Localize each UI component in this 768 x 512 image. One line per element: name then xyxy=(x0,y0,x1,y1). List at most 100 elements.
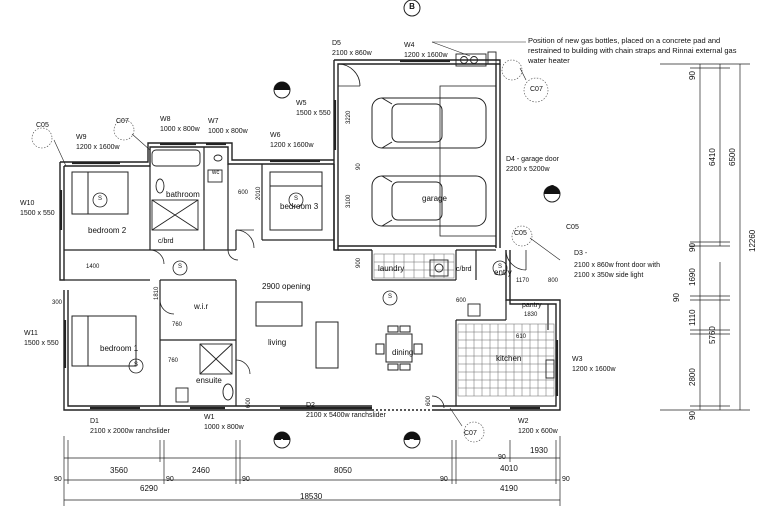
w6-size: 1200 x 1600w xyxy=(270,142,314,149)
w1-size: 1000 x 800w xyxy=(204,424,244,431)
dim-6290: 6290 xyxy=(140,484,158,493)
w7-label: W7 xyxy=(208,118,219,125)
dim-3100: 3100 xyxy=(346,194,352,208)
w11-label: W11 xyxy=(24,330,38,337)
gas-bottles xyxy=(455,51,497,67)
tag-c07-kitchen: C07 xyxy=(464,430,477,437)
room-ensuite: ensuite xyxy=(196,376,222,385)
kitchen-benches xyxy=(373,253,555,397)
dim-90-e: 90 xyxy=(562,476,570,483)
tag-c05-entry-a: C05 xyxy=(514,230,527,237)
dim-2460: 2460 xyxy=(192,466,210,475)
w9-size: 1200 x 1600w xyxy=(76,144,120,151)
section-marker-c: C xyxy=(549,184,555,193)
dim-90-right-d: 90 xyxy=(688,411,697,420)
w10-label: W10 xyxy=(20,200,35,207)
dim-600-hall: 600 xyxy=(456,298,467,304)
dim-1690: 1690 xyxy=(688,268,697,286)
door-swings xyxy=(149,63,527,409)
d4-size: 2200 x 5200w xyxy=(506,166,550,173)
tag-c05-entry-b: C05 xyxy=(566,224,579,231)
dim-6500: 6500 xyxy=(728,148,737,166)
dim-6410: 6410 xyxy=(708,148,717,166)
room-laundry: laundry xyxy=(378,264,405,273)
d3-size-1: 2100 x 860w front door with xyxy=(574,262,660,269)
dim-1930: 1930 xyxy=(530,446,548,455)
section-marker-a-top: A xyxy=(279,82,285,91)
dim-18530: 18530 xyxy=(300,492,323,501)
room-cbrd-hall: c/brd xyxy=(456,266,472,273)
tag-c07-bedroom2: C07 xyxy=(116,118,129,125)
d2-label: D2 xyxy=(306,402,315,409)
window-marks xyxy=(59,59,559,410)
tag-c05-bedroom2: C05 xyxy=(36,122,49,129)
dim-90-right-b: 90 xyxy=(688,243,697,252)
dim-8050: 8050 xyxy=(334,466,352,475)
dim-90-b: 90 xyxy=(166,476,174,483)
dim-300: 300 xyxy=(52,300,63,306)
w11-size: 1500 x 550 xyxy=(24,340,59,347)
room-kitchen: kitchen xyxy=(496,354,522,363)
d1-size: 2100 x 2000w ranchslider xyxy=(90,428,170,435)
s-circles xyxy=(92,192,508,374)
d3-size-2: 2100 x 350w side light xyxy=(574,272,644,279)
room-dining: dining xyxy=(392,348,414,357)
dim-2010: 2010 xyxy=(256,186,262,200)
w2-label: W2 xyxy=(518,418,529,425)
d1-label: D1 xyxy=(90,418,99,425)
section-marker-a-bottom: A xyxy=(279,438,285,447)
w1-label: W1 xyxy=(204,414,215,421)
w4-size: 1200 x 1600w xyxy=(404,52,448,59)
room-bedroom3: bedroom 3 xyxy=(280,202,319,211)
room-bedroom2: bedroom 2 xyxy=(88,226,127,235)
room-living: living xyxy=(268,338,287,347)
w5-label: W5 xyxy=(296,100,307,107)
dim-90-d: 90 xyxy=(440,476,448,483)
s-mark-bedroom1: S xyxy=(133,362,138,368)
section-markers xyxy=(273,0,561,449)
room-wc: wc xyxy=(212,170,220,176)
w8-size: 1000 x 800w xyxy=(160,126,200,133)
s-mark-bedroom2: S xyxy=(97,196,102,202)
garage-door-track xyxy=(439,85,497,237)
gas-bottle-note: Position of new gas bottles, placed on a… xyxy=(528,36,737,65)
s-mark-bedroom3: S xyxy=(293,196,298,202)
room-entry: entry xyxy=(494,268,512,277)
furniture-outlines xyxy=(255,301,423,371)
dim-1830: 1830 xyxy=(524,312,538,318)
w3-label: W3 xyxy=(572,356,583,363)
d4-label: D4 - garage door xyxy=(506,156,559,163)
car-outlines xyxy=(371,97,487,227)
room-pantry: pantry xyxy=(522,302,542,309)
bath-fixtures xyxy=(151,149,234,403)
dim-2800: 2800 xyxy=(688,368,697,386)
dim-5760: 5760 xyxy=(708,326,717,344)
s-mark-entry: S xyxy=(497,264,502,270)
d3-label: D3 - xyxy=(574,250,588,257)
dim-760-ensuite: 760 xyxy=(168,358,179,364)
leader-lines xyxy=(53,41,561,427)
revision-cloud-marks xyxy=(31,59,549,443)
dim-4010: 4010 xyxy=(500,464,518,473)
w5-size: 1500 x 550 xyxy=(296,110,331,117)
room-cbrd-bedroom: c/brd xyxy=(158,238,174,245)
w10-size: 1500 x 550 xyxy=(20,210,55,217)
dim-90-right-a: 90 xyxy=(688,71,697,80)
dim-600-ensuite: 600 xyxy=(246,397,252,408)
dim-600-kitchen: 600 xyxy=(426,395,432,406)
w7-size: 1000 x 800w xyxy=(208,128,248,135)
dim-1170: 1170 xyxy=(516,278,529,284)
dim-4190: 4190 xyxy=(500,484,518,493)
section-marker-b-top: B xyxy=(409,2,415,11)
dim-610: 610 xyxy=(516,334,527,340)
w3-size: 1200 x 1600w xyxy=(572,366,616,373)
d2-size: 2100 x 5400w ranchslider xyxy=(306,412,386,419)
dim-90-right-c: 90 xyxy=(672,293,681,302)
s-mark-hall: S xyxy=(177,264,182,270)
section-marker-b-bottom: B xyxy=(409,438,415,447)
dim-3560: 3560 xyxy=(110,466,128,475)
dim-1110: 1110 xyxy=(688,309,697,326)
dim-12260: 12260 xyxy=(748,229,757,252)
dim-90-c: 90 xyxy=(242,476,250,483)
